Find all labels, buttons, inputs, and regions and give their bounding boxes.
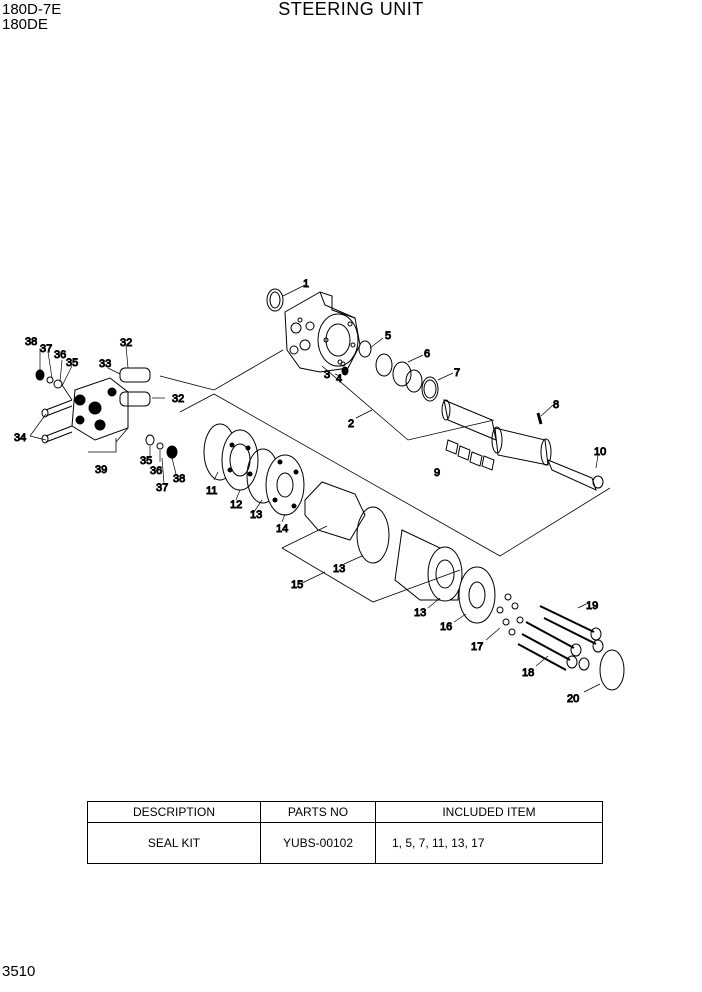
- callout-1: 1: [303, 278, 309, 290]
- callout-labels: 1 2 3 4 5 6 7 8 9 10 11 12 13 13 13 14 1…: [14, 278, 607, 706]
- callout-14: 14: [276, 523, 288, 535]
- col-description: DESCRIPTION: [87, 801, 261, 823]
- col-parts-no: PARTS NO: [260, 801, 376, 823]
- callout-7: 7: [454, 367, 460, 379]
- callout-4: 4: [336, 373, 342, 385]
- table-row: SEAL KIT YUBS-00102 1, 5, 7, 11, 13, 17: [87, 822, 603, 864]
- page-title: STEERING UNIT: [278, 0, 424, 19]
- callout-8: 8: [553, 399, 559, 411]
- callout-19: 19: [586, 600, 598, 612]
- callout-10: 10: [594, 446, 606, 458]
- col-included-item: INCLUDED ITEM: [375, 801, 603, 823]
- seals-and-spool: [340, 340, 604, 491]
- callout-13a: 13: [250, 509, 262, 521]
- kit-table: DESCRIPTION PARTS NO INCLUDED ITEM SEAL …: [87, 801, 603, 864]
- callout-36a: 36: [54, 349, 66, 361]
- cell-description: SEAL KIT: [87, 822, 261, 864]
- callout-33: 33: [99, 358, 111, 370]
- callout-13b: 13: [333, 563, 345, 575]
- model-code-primary: 180D-7E: [2, 1, 62, 18]
- callout-16: 16: [440, 621, 452, 633]
- callout-32b: 32: [172, 393, 184, 405]
- callout-37b: 37: [156, 482, 168, 494]
- callout-6: 6: [424, 348, 430, 360]
- callout-17: 17: [471, 641, 483, 653]
- callout-9: 9: [434, 467, 440, 479]
- callout-35a: 35: [66, 357, 78, 369]
- callout-11: 11: [206, 485, 217, 497]
- callout-13c: 13: [414, 607, 426, 619]
- callout-18: 18: [522, 667, 534, 679]
- model-code-secondary: 180DE: [2, 16, 48, 33]
- steering-housing: [266, 288, 361, 373]
- cell-parts-no: YUBS-00102: [260, 822, 376, 864]
- callout-38a: 38: [25, 336, 37, 348]
- gerotor-stack: [203, 423, 524, 636]
- callout-32a: 32: [120, 337, 132, 349]
- callout-15: 15: [291, 579, 303, 591]
- kit-table-header: DESCRIPTION PARTS NO INCLUDED ITEM: [87, 801, 603, 823]
- relief-valve-block: [35, 367, 178, 459]
- callout-36b: 36: [150, 465, 162, 477]
- callout-20: 20: [567, 693, 579, 705]
- callout-34: 34: [14, 432, 26, 444]
- page-number: 3510: [2, 963, 36, 980]
- callout-2: 2: [348, 418, 354, 430]
- assembly-lines: [61, 349, 611, 603]
- cell-included-item: 1, 5, 7, 11, 13, 17: [375, 822, 603, 864]
- callout-38b: 38: [173, 473, 185, 485]
- callout-37a: 37: [40, 343, 52, 355]
- callout-35b: 35: [140, 455, 152, 467]
- cap-screws: [517, 605, 625, 691]
- callout-5: 5: [385, 330, 391, 342]
- callout-3: 3: [324, 369, 330, 381]
- callout-12: 12: [230, 499, 242, 511]
- callout-39: 39: [95, 464, 107, 476]
- leader-lines: [29, 284, 601, 693]
